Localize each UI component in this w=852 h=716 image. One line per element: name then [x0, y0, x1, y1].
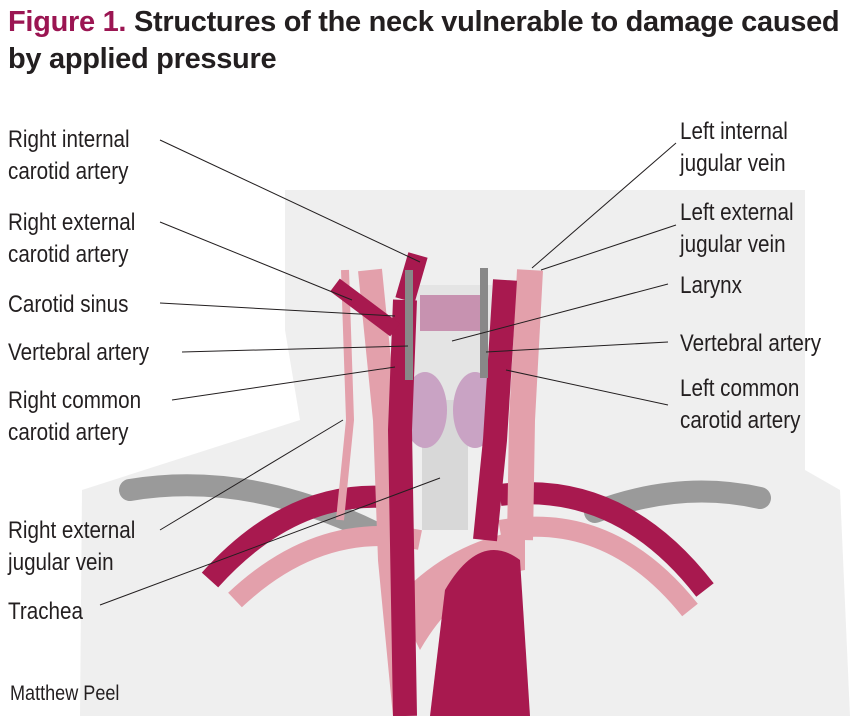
- figure-title: Figure 1. Structures of the neck vulnera…: [8, 4, 852, 78]
- right-external-jugular: [336, 269, 355, 521]
- figure-number: Figure 1.: [8, 6, 127, 38]
- right-vertebral-artery: [405, 270, 413, 380]
- figure-caption: Structures of the neck vulnerable to dam…: [8, 6, 840, 75]
- aortic-arch: [430, 550, 530, 716]
- label-trachea: Trachea: [8, 598, 83, 625]
- right-clavicle: [119, 474, 391, 546]
- illustrator-credit: Matthew Peel: [10, 682, 120, 705]
- label-larynx: Larynx: [680, 272, 742, 299]
- thyroid-left-lobe: [403, 372, 447, 448]
- right-external-carotid: [330, 278, 400, 337]
- label-right-vertebral-artery: Vertebral artery: [8, 339, 150, 366]
- left-internal-jugular: [507, 269, 543, 541]
- left-common-carotid: [473, 279, 517, 542]
- label-carotid-sinus: Carotid sinus: [8, 291, 129, 318]
- larynx-cartilage: [420, 295, 486, 331]
- leader-lines: [99, 139, 677, 606]
- right-common-carotid: [387, 299, 417, 716]
- label-left-vertebral-artery: Vertebral artery: [680, 330, 822, 357]
- left-vertebral-artery: [480, 268, 488, 378]
